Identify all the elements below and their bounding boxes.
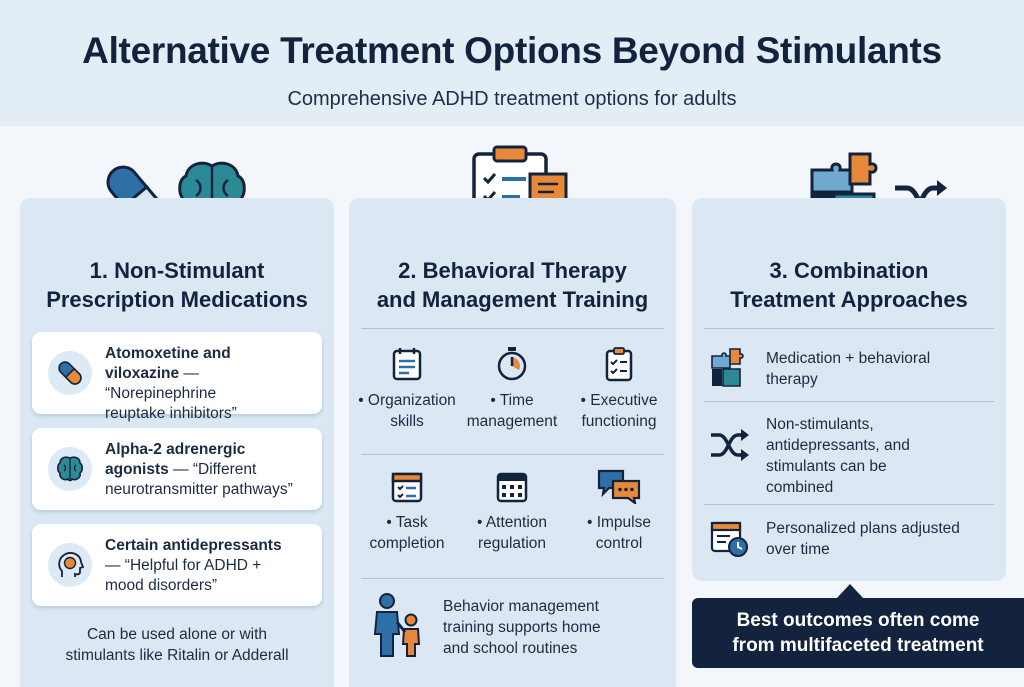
card-heading: Certain antidepressants [105, 537, 282, 554]
skill-label-line: • Impulse [586, 514, 651, 531]
divider [704, 328, 994, 329]
medication-card: Atomoxetine and viloxazine — “Norepineph… [32, 332, 322, 422]
card-description: — “Different [168, 461, 257, 478]
page-title: Alternative Treatment Options Beyond Sti… [82, 30, 942, 71]
skill-organization: • Organization skills [347, 346, 467, 432]
document-icon [392, 348, 422, 381]
column-note: Can be used alone or with stimulants lik… [20, 624, 334, 666]
column-non-stimulant: 1. Non-Stimulant Prescription Medication… [20, 198, 334, 687]
column-title-line: and Management Training [376, 287, 649, 312]
column-title-line: 3. Combination [769, 258, 929, 283]
card-text: Certain antidepressants — “Helpful for A… [105, 536, 314, 596]
item-text: Non-stimulants, antidepressants, and sti… [766, 414, 996, 498]
header-banner: Alternative Treatment Options Beyond Sti… [0, 0, 1024, 126]
item-line: therapy [766, 371, 818, 388]
note-line: stimulants like Ritalin or Adderall [65, 647, 289, 664]
card-description: neurotransmitter pathways” [105, 481, 293, 498]
head-brain-icon [48, 543, 92, 587]
column-title-line: Prescription Medications [46, 287, 308, 312]
column-note: Behavior management training supports ho… [443, 596, 601, 659]
note-line: Behavior management [443, 598, 599, 615]
callout-line: from multifaceted treatment [732, 635, 984, 656]
card-description: — “Norepinephrine [105, 365, 217, 402]
skill-attention-regulation: • Attention regulation [452, 468, 572, 554]
skill-label: • Impulse control [559, 512, 679, 554]
skill-label-line: • Time [490, 392, 534, 409]
column-title-line: 1. Non-Stimulant [89, 258, 265, 283]
card-heading: agonists [105, 461, 169, 478]
checklist-icon [605, 347, 633, 382]
medication-card: Alpha-2 adrenergic agonists — “Different… [32, 428, 322, 510]
item-line: combined [766, 479, 834, 496]
calendar-clock-icon [710, 521, 748, 557]
divider [361, 454, 664, 455]
skill-label-line: functioning [581, 413, 657, 430]
skill-label-line: • Attention [476, 514, 548, 531]
callout-pointer [836, 584, 864, 599]
callout-line: Best outcomes often come [736, 610, 980, 631]
stopwatch-icon [497, 347, 527, 381]
item-line: Non-stimulants, [766, 416, 874, 433]
parent-child-icon [373, 593, 421, 657]
column-title: 2. Behavioral Therapy and Management Tra… [349, 256, 676, 314]
card-heading: Atomoxetine and [105, 345, 231, 362]
card-heading: Alpha-2 adrenergic [105, 441, 246, 458]
skill-label-line: control [595, 535, 643, 552]
column-title: 3. Combination Treatment Approaches [692, 256, 1006, 314]
item-text: Personalized plans adjusted over time [766, 518, 996, 560]
card-description: mood disorders” [105, 577, 217, 594]
item-line: over time [766, 541, 830, 558]
item-text: Medication + behavioral therapy [766, 348, 996, 390]
skill-executive-functioning: • Executive functioning [559, 346, 679, 432]
pill-icon [48, 351, 92, 395]
skill-time-management: • Time management [452, 346, 572, 432]
skill-label: • Attention regulation [452, 512, 572, 554]
brain-icon [48, 447, 92, 491]
skill-label-line: skills [390, 413, 424, 430]
skill-impulse-control: • Impulse control [559, 468, 679, 554]
divider [361, 328, 664, 329]
skill-label: • Time management [452, 390, 572, 432]
calendar-check-icon [391, 472, 423, 503]
skill-label-line: • Executive [580, 392, 658, 409]
divider [704, 504, 994, 505]
skill-label: • Executive functioning [559, 390, 679, 432]
column-title-line: Treatment Approaches [730, 287, 968, 312]
calendar-grid-icon [496, 472, 528, 503]
skill-task-completion: • Task completion [347, 468, 467, 554]
card-text: Alpha-2 adrenergic agonists — “Different… [105, 440, 314, 500]
skill-label-line: management [466, 413, 558, 430]
medication-card: Certain antidepressants — “Helpful for A… [32, 524, 322, 606]
card-description: — “Helpful for ADHD + [105, 557, 262, 574]
divider [704, 401, 994, 402]
skill-label: • Organization skills [347, 390, 467, 432]
card-heading: viloxazine [105, 365, 180, 382]
divider [361, 578, 664, 579]
skill-label-line: • Task [386, 514, 428, 531]
card-description: reuptake inhibitors” [105, 405, 237, 422]
card-text: Atomoxetine and viloxazine — “Norepineph… [105, 344, 314, 424]
column-behavioral-therapy: 2. Behavioral Therapy and Management Tra… [349, 198, 676, 687]
item-line: Personalized plans adjusted [766, 520, 960, 537]
item-line: stimulants can be [766, 458, 887, 475]
note-line: Can be used alone or with [86, 626, 268, 643]
column-title: 1. Non-Stimulant Prescription Medication… [20, 256, 334, 314]
skill-label: • Task completion [347, 512, 467, 554]
chat-bubbles-icon [597, 469, 641, 504]
outcome-callout: Best outcomes often come from multifacet… [692, 598, 1024, 668]
note-line: and school routines [443, 640, 578, 657]
puzzle-icon [711, 348, 744, 387]
page-subtitle: Comprehensive ADHD treatment options for… [287, 88, 737, 110]
skill-label-line: completion [369, 535, 445, 552]
skill-label-line: • Organization [358, 392, 456, 409]
column-combination: 3. Combination Treatment Approaches Medi… [692, 198, 1006, 581]
shuffle-icon [711, 429, 749, 461]
note-line: training supports home [443, 619, 601, 636]
column-title-line: 2. Behavioral Therapy [398, 258, 627, 283]
skill-label-line: regulation [477, 535, 547, 552]
item-line: Medication + behavioral [766, 350, 931, 367]
item-line: antidepressants, and [766, 437, 910, 454]
